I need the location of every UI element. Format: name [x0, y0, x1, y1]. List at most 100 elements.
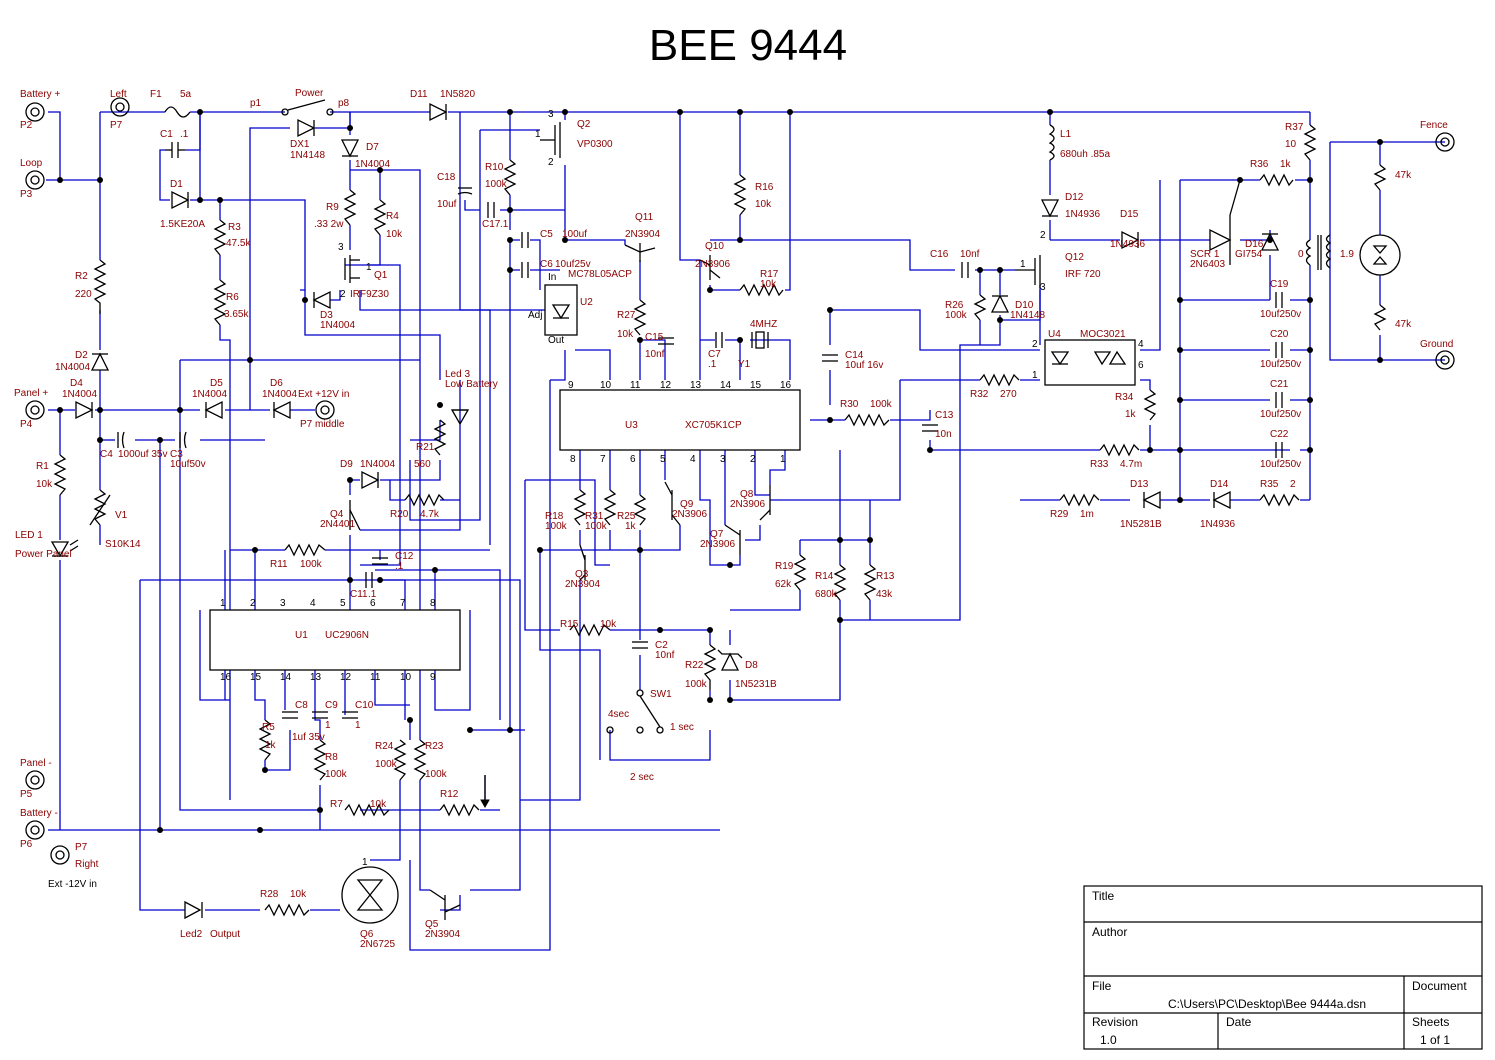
resistor-r15: R15 10k — [560, 619, 617, 637]
svg-text:Led 3: Led 3 — [445, 369, 470, 380]
diode-d6: D6 1N4004 — [262, 378, 297, 420]
rotary-switch-sw1[interactable]: SW1 4sec 1 sec 2 sec — [606, 689, 694, 783]
svg-text:10n: 10n — [935, 429, 952, 440]
svg-text:Led2: Led2 — [180, 929, 203, 940]
svg-text:Q3: Q3 — [575, 569, 589, 580]
connector-battery-minus[interactable]: Battery - P6 — [20, 808, 58, 850]
capacitor-c18: C18 10uf — [437, 172, 473, 210]
svg-text:R29: R29 — [1050, 509, 1069, 520]
connector-loop[interactable]: Loop P3 — [20, 158, 45, 200]
diode-d11: D11 1N5820 — [410, 89, 475, 122]
svg-text:.33 2w: .33 2w — [314, 219, 344, 230]
svg-text:D7: D7 — [366, 142, 379, 153]
mosfet-q12: 123 Q12 IRF 720 — [1015, 230, 1101, 293]
svg-text:Q12: Q12 — [1065, 252, 1084, 263]
resistor-r1: R1 10k — [36, 454, 67, 496]
connector-ext-12v-in[interactable]: Ext +12V in P7 middle — [298, 389, 349, 430]
transistor-q10: Q10 2N3906 — [695, 241, 730, 280]
scr-scr1: SCR 1 2N6403 — [1190, 179, 1241, 270]
svg-text:P3: P3 — [20, 189, 33, 200]
svg-text:3.65k: 3.65k — [224, 309, 249, 320]
svg-text:1: 1 — [535, 129, 541, 140]
capacitor-c11: C11 .1 — [350, 572, 377, 600]
svg-text:C5: C5 — [540, 229, 553, 240]
svg-text:Panel +: Panel + — [14, 388, 48, 399]
svg-text:R37: R37 — [1285, 122, 1304, 133]
svg-text:1000uf 35v: 1000uf 35v — [118, 449, 168, 460]
svg-text:2: 2 — [548, 157, 554, 168]
svg-text:2N3904: 2N3904 — [565, 579, 600, 590]
svg-text:1: 1 — [1020, 259, 1026, 270]
capacitor-c16: C16 10nf — [930, 249, 980, 278]
svg-text:1: 1 — [780, 454, 786, 465]
transistor-q7: Q7 2N3906 — [700, 524, 741, 555]
svg-text:R4: R4 — [386, 211, 399, 222]
svg-text:1N5281B: 1N5281B — [1120, 519, 1162, 530]
svg-text:C1: C1 — [160, 129, 173, 140]
svg-text:4: 4 — [310, 598, 316, 609]
svg-text:P2: P2 — [20, 120, 33, 131]
optocoupler-u4: U4 MOC3021 21 46 — [1032, 329, 1144, 386]
connector-fence[interactable]: Fence — [1420, 120, 1455, 152]
svg-text:1N4936: 1N4936 — [1065, 209, 1100, 220]
diode-d1: D1 1.5KE20A — [160, 179, 205, 230]
led-led3: Led 3 Low Battery — [445, 369, 498, 426]
power-switch[interactable]: p1 Power p8 — [250, 88, 350, 116]
svg-text:R13: R13 — [876, 571, 895, 582]
svg-text:1N4004: 1N4004 — [320, 320, 355, 331]
resistor-r18: R18 100k — [545, 489, 587, 532]
svg-text:10uf250v: 10uf250v — [1260, 409, 1301, 420]
svg-text:47k: 47k — [1395, 319, 1412, 330]
svg-text:D13: D13 — [1130, 479, 1149, 490]
svg-text:Q2: Q2 — [577, 119, 591, 130]
capacitor-c22: C22 10uf250v — [1260, 429, 1301, 470]
svg-text:2N3904: 2N3904 — [425, 929, 460, 940]
svg-text:R8: R8 — [325, 752, 338, 763]
diode-d10: D10 1N4148 — [990, 294, 1045, 321]
svg-text:R35: R35 — [1260, 479, 1279, 490]
resistor-r34: R34 1k — [1115, 389, 1157, 421]
svg-text:10k: 10k — [760, 279, 777, 290]
diode-d12: D12 1N4936 — [1040, 192, 1100, 220]
capacitor-c6: C6 10uf25v — [521, 259, 591, 278]
svg-text:1N5231B: 1N5231B — [735, 679, 777, 690]
svg-text:Q5: Q5 — [425, 919, 439, 930]
svg-text:5: 5 — [340, 598, 346, 609]
diode-d9: D9 1N4004 — [340, 459, 395, 490]
svg-text:1: 1 — [362, 857, 368, 868]
svg-text:Q10: Q10 — [705, 241, 724, 252]
connector-battery-plus[interactable]: Battery + P2 — [20, 89, 60, 131]
resistor-r8: R8 100k — [313, 739, 348, 781]
led-led1: LED 1 Power Panel — [15, 530, 79, 560]
svg-text:P7 middle: P7 middle — [300, 419, 345, 430]
svg-text:V1: V1 — [115, 510, 128, 521]
connector-left[interactable]: Left P7 — [110, 89, 130, 131]
svg-text:14: 14 — [720, 380, 732, 391]
resistor-r28: R28 10k — [260, 889, 310, 917]
svg-text:GI754: GI754 — [1235, 249, 1263, 260]
svg-text:C7: C7 — [708, 349, 721, 360]
svg-text:3: 3 — [720, 454, 726, 465]
svg-text:Ext +12V in: Ext +12V in — [298, 389, 349, 400]
capacitor-c17: C17 .1 — [482, 202, 509, 230]
potentiometer-r12[interactable]: R12 — [439, 775, 490, 817]
capacitor-c12: C12 .1 — [372, 551, 414, 572]
connector-panel-minus[interactable]: Panel - P5 — [20, 758, 52, 800]
svg-text:100k: 100k — [685, 679, 708, 690]
svg-text:16: 16 — [220, 672, 232, 683]
svg-text:100k: 100k — [425, 769, 448, 780]
spark-gap — [1359, 234, 1401, 276]
connector-panel-plus[interactable]: Panel + P4 — [14, 388, 48, 430]
svg-text:R9: R9 — [326, 202, 339, 213]
svg-text:2 sec: 2 sec — [630, 772, 654, 783]
capacitor-c8: C8 1uf 35v — [282, 700, 325, 743]
connector-right[interactable]: P7 Right — [50, 842, 99, 870]
svg-text:47.5k: 47.5k — [226, 238, 251, 249]
svg-text:560: 560 — [414, 459, 431, 470]
svg-text:1: 1 — [355, 720, 361, 731]
svg-text:C10: C10 — [355, 700, 374, 711]
connector-ground[interactable]: Ground — [1420, 339, 1455, 370]
svg-text:1N4148: 1N4148 — [290, 150, 325, 161]
